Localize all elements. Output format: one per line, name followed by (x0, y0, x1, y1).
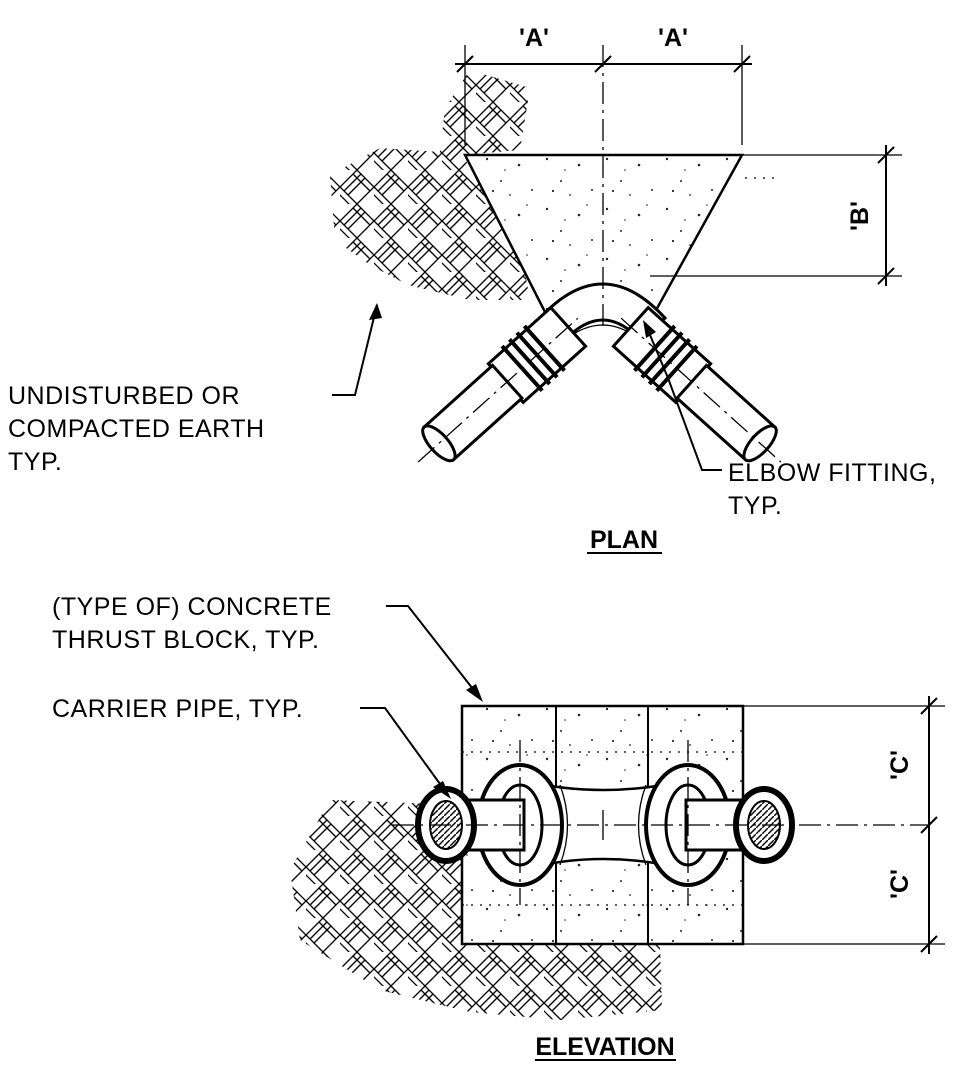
dimension-a-right-label: 'A' (658, 24, 688, 52)
dimension-c-elevation: 'C' 'C' (743, 696, 945, 954)
elbow-leader (643, 320, 722, 471)
earth-leader (332, 303, 382, 396)
right-pipe-plan (611, 305, 782, 463)
dimension-a-plan: 'A' 'A' (455, 24, 752, 145)
elevation-title: ELEVATION (535, 1033, 674, 1061)
block-leader (386, 605, 483, 702)
plan-view: 'A' 'A' 'B' UNDISTURBED OR COMPACTED EAR… (8, 24, 944, 554)
block-label: (TYPE OF) CONCRETE THRUST BLOCK, TYP. (52, 593, 339, 654)
dimension-c-top-label: 'C' (886, 750, 914, 780)
earth-hatch-elevation (290, 800, 662, 1020)
pipe-label: CARRIER PIPE, TYP. (52, 695, 303, 723)
pipe-leader (360, 707, 451, 799)
dimension-b-plan: 'B' (650, 145, 902, 286)
earth-hatch-plan (330, 70, 530, 300)
elbow-label: ELBOW FITTING, TYP. (728, 459, 944, 520)
dimension-c-bottom-label: 'C' (886, 869, 914, 899)
plan-title: PLAN (590, 526, 658, 554)
earth-label: UNDISTURBED OR COMPACTED EARTH TYP. (8, 382, 272, 476)
elevation-view: 'C' 'C' (TYPE OF) CONCRETE THRUST BLOCK,… (52, 593, 945, 1061)
left-pipe-plan (417, 305, 588, 463)
dimension-b-label: 'B' (846, 201, 874, 231)
dimension-a-left-label: 'A' (519, 24, 549, 52)
